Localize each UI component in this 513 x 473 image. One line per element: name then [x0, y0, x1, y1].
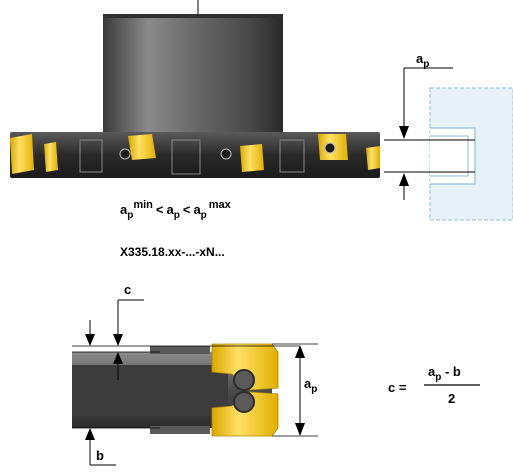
ap-side-label: ap	[304, 376, 317, 395]
arrow-down-icon	[295, 423, 305, 436]
insert-gold-icon	[240, 144, 264, 172]
c-label: c	[124, 282, 131, 297]
cutter-top-view	[10, 0, 380, 178]
ap-range-inequality: apmin<ap<apmax	[120, 199, 232, 221]
c-formula: c = ap - b 2	[388, 364, 480, 406]
body-bar-shadow	[72, 365, 228, 416]
cutting-inserts	[10, 134, 380, 174]
cutter-shank	[103, 14, 283, 134]
formula-numerator: ap - b	[428, 364, 461, 383]
flange-pockets	[79, 139, 305, 175]
screw-icon	[233, 369, 255, 391]
side-view: c b ap	[72, 282, 318, 466]
ap-subscript: p	[423, 59, 429, 70]
part-code: X335.18.xx-...-xN...	[120, 245, 225, 259]
pocket-step	[150, 426, 210, 434]
arrow-up-icon	[399, 173, 409, 186]
screw-icon	[220, 148, 232, 160]
arrow-down-icon	[399, 126, 409, 139]
formula-denominator: 2	[448, 391, 455, 406]
b-label: b	[96, 448, 104, 463]
arrow-down-icon	[85, 334, 95, 346]
arrow-down-icon	[113, 334, 123, 346]
pocket	[79, 139, 103, 173]
flange-details	[119, 142, 336, 160]
insert-gold-icon	[10, 134, 34, 174]
ap-symbol: a	[416, 51, 424, 66]
arrow-up-icon	[295, 345, 305, 358]
insert-side-icon	[211, 391, 279, 437]
pocket-step	[150, 346, 210, 354]
formula-lhs: c =	[388, 380, 407, 395]
arrow-up-icon	[113, 352, 123, 364]
slot-gap	[430, 140, 466, 172]
arrow-up-icon	[85, 428, 95, 440]
insert-gold-icon	[128, 134, 156, 160]
svg-text:ap: ap	[416, 51, 429, 70]
workpiece-slot-view: ap	[384, 51, 513, 221]
insert-side-icon	[211, 343, 279, 391]
screw-icon	[233, 391, 255, 413]
screw-icon	[324, 142, 336, 154]
slot-inner	[430, 135, 469, 177]
pocket	[279, 139, 305, 173]
pocket	[171, 139, 201, 175]
insert-gold-icon	[44, 142, 58, 172]
insert-gold-icon	[366, 146, 380, 170]
screw-icon	[119, 148, 131, 160]
shank-top-edge	[103, 14, 283, 18]
